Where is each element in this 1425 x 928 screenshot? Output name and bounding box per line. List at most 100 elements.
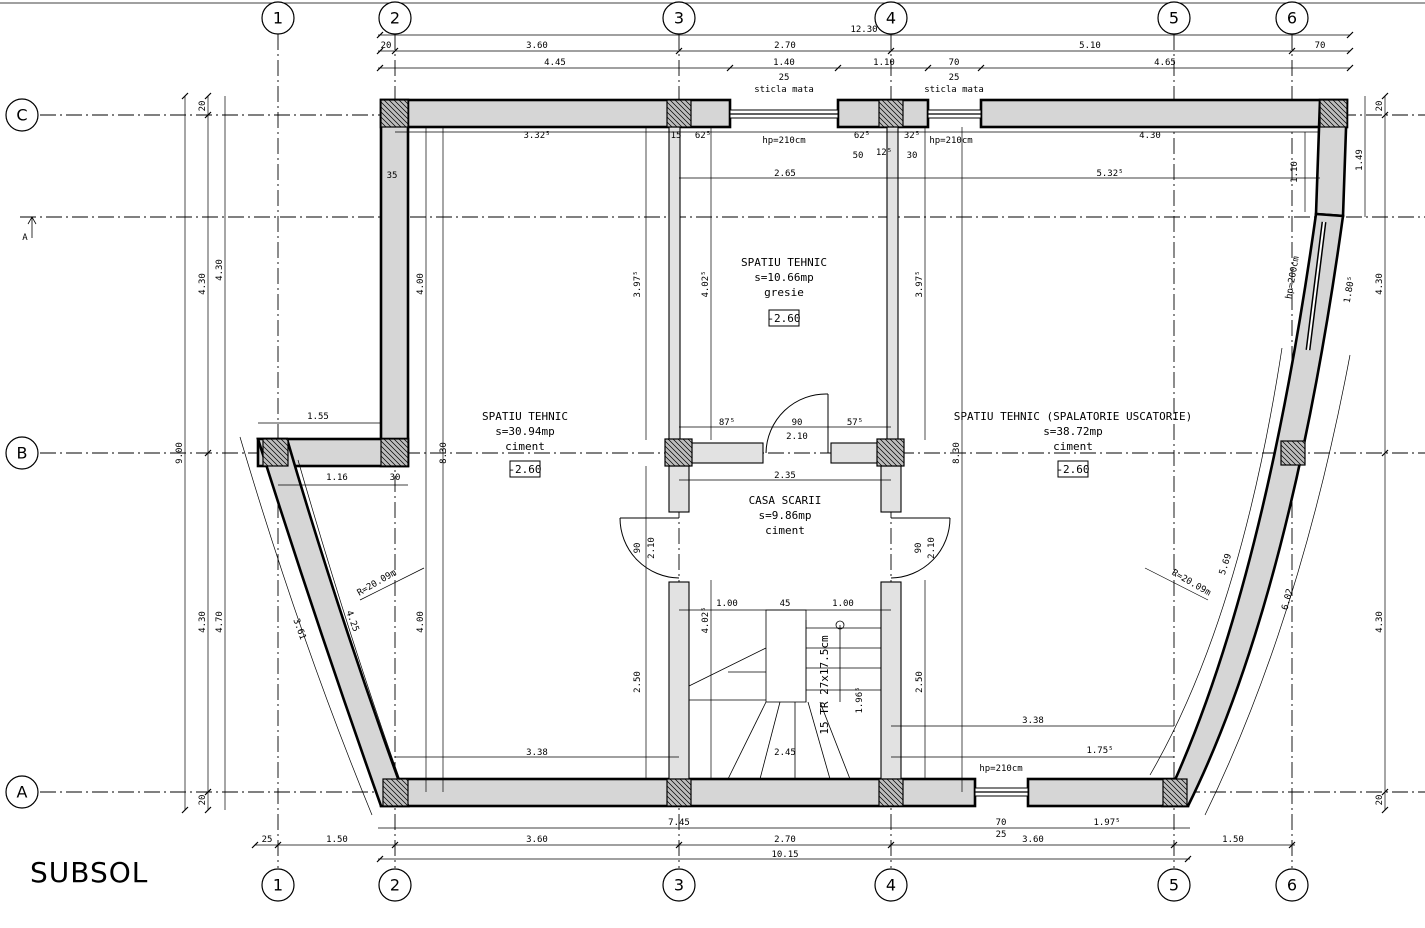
column-hatch	[666, 780, 692, 806]
column-hatch	[674, 99, 692, 117]
grid-bubble-top-2: 2	[378, 1, 412, 35]
svg-text:sticla mata: sticla mata	[754, 85, 814, 95]
column-hatch	[669, 778, 692, 801]
column-hatch	[382, 790, 399, 807]
svg-text:5: 5	[1169, 9, 1179, 28]
svg-text:25: 25	[996, 830, 1007, 840]
svg-text:4.45: 4.45	[544, 58, 566, 68]
column-hatch	[1342, 99, 1348, 105]
svg-text:2.50: 2.50	[915, 671, 925, 693]
column-hatch	[403, 438, 409, 444]
column-hatch	[886, 778, 904, 796]
column-hatch	[280, 438, 289, 447]
column-hatch	[1301, 440, 1306, 445]
svg-text:5.69: 5.69	[1218, 553, 1234, 577]
svg-text:1.50: 1.50	[326, 835, 348, 845]
column-hatch	[899, 438, 905, 444]
svg-text:30: 30	[907, 151, 918, 161]
room-2-finish: gresie	[764, 286, 804, 299]
column-hatch	[687, 438, 693, 444]
column-hatch	[380, 445, 402, 467]
svg-text:2.70: 2.70	[774, 41, 796, 51]
column-hatch	[388, 99, 409, 120]
column-hatch	[677, 438, 693, 454]
column-hatch	[684, 99, 692, 107]
svg-text:hp=210cm: hp=210cm	[762, 136, 805, 146]
column-hatch	[679, 778, 692, 791]
column-hatch	[262, 450, 279, 467]
svg-text:3.60: 3.60	[526, 41, 548, 51]
room-3-name: SPATIU TEHNIC (SPALATORIE USCATORIE)	[954, 410, 1192, 423]
svg-text:3.38: 3.38	[526, 748, 548, 758]
grid-bubbles: 1 2 3 4 5 6 1 2 3 4 5 6 C B A	[5, 1, 1309, 902]
column-hatch	[1319, 121, 1326, 128]
svg-text:90: 90	[792, 418, 803, 428]
svg-text:4.02⁵: 4.02⁵	[701, 270, 711, 297]
column-hatch	[664, 460, 671, 467]
svg-text:4: 4	[886, 876, 896, 895]
room-2-area: s=10.66mp	[754, 271, 814, 284]
column-hatch	[896, 778, 904, 786]
section-marker: A	[22, 216, 37, 243]
room-4-finish: ciment	[765, 524, 805, 537]
svg-text:1.10: 1.10	[1290, 161, 1300, 183]
column-hatch	[876, 445, 898, 467]
column-hatch	[889, 438, 905, 454]
stair: 15 TR 27x17.5cm	[688, 609, 881, 780]
column-hatch	[878, 111, 895, 128]
column-hatch	[901, 778, 904, 781]
svg-text:25: 25	[779, 73, 790, 83]
grid-bubble-bottom-2: 2	[378, 868, 412, 902]
svg-text:4.02⁵: 4.02⁵	[701, 606, 711, 633]
column-hatch	[383, 438, 409, 464]
grid-bubble-left-A: A	[5, 775, 39, 809]
room-3-finish: ciment	[1053, 440, 1093, 453]
column-hatch	[1280, 444, 1302, 466]
column-hatch	[876, 460, 883, 467]
svg-text:20: 20	[198, 795, 208, 806]
svg-text:5.10: 5.10	[1079, 41, 1101, 51]
room-4: CASA SCARII s=9.86mp ciment	[749, 494, 822, 537]
svg-text:9.00: 9.00	[175, 442, 185, 464]
column-hatch	[689, 778, 692, 781]
svg-text:4.30: 4.30	[215, 259, 225, 281]
column-hatch	[878, 795, 890, 807]
windows	[729, 109, 1327, 797]
column-hatch	[383, 99, 409, 125]
svg-text:87⁵: 87⁵	[719, 418, 735, 428]
column-hatch	[1332, 99, 1348, 115]
column-hatch	[878, 101, 904, 127]
column-hatch	[894, 438, 905, 449]
svg-text:6: 6	[1287, 9, 1297, 28]
column-hatch	[1319, 106, 1341, 128]
column-hatch	[398, 438, 409, 449]
column-hatch	[884, 438, 905, 459]
svg-text:5: 5	[1169, 876, 1179, 895]
column-hatch	[265, 438, 289, 462]
column-hatch	[664, 455, 676, 467]
svg-text:1.50: 1.50	[1222, 835, 1244, 845]
room-1: SPATIU TEHNIC s=30.94mp ciment -2.60	[482, 410, 568, 478]
svg-text:70: 70	[996, 818, 1007, 828]
svg-text:50: 50	[853, 151, 864, 161]
svg-text:hp=210cm: hp=210cm	[979, 764, 1022, 774]
column-hatch	[666, 101, 692, 127]
column-hatch	[664, 445, 686, 467]
column-hatch	[1162, 800, 1169, 807]
grid-bubble-top-1: 1	[261, 1, 295, 35]
svg-text:1.40: 1.40	[773, 58, 795, 68]
svg-text:4.70: 4.70	[215, 611, 225, 633]
column-hatch	[262, 440, 289, 467]
svg-text:1.10: 1.10	[873, 58, 895, 68]
svg-text:1.49: 1.49	[1355, 149, 1365, 171]
stair-label: 15 TR 27x17.5cm	[818, 635, 831, 735]
column-hatch	[1162, 795, 1174, 807]
column-hatch	[395, 778, 409, 792]
room-1-level: -2.60	[508, 463, 541, 476]
column-hatch	[666, 800, 673, 807]
svg-text:R=20.09m: R=20.09m	[1170, 568, 1213, 598]
svg-text:2.65: 2.65	[774, 169, 796, 179]
column-hatch	[878, 790, 895, 807]
room-2: SPATIU TEHNIC s=10.66mp gresie -2.60	[741, 256, 827, 327]
